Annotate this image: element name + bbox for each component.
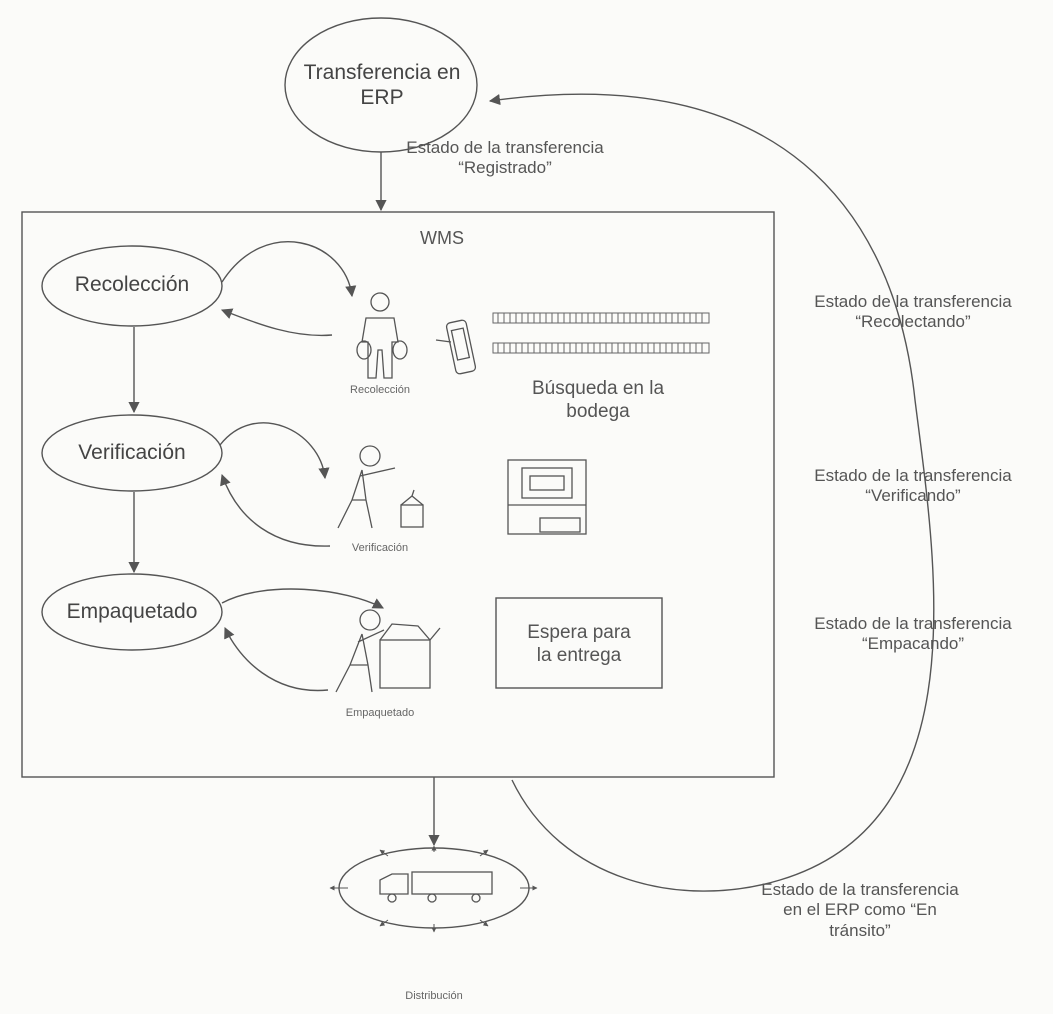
state-registrado-line2: “Registrado” [458, 158, 552, 178]
packing-person-icon [335, 609, 441, 693]
recoleccion-icon-caption: Recolección [350, 384, 410, 396]
verificacion-node-label: Verificación [78, 441, 186, 464]
verificacion-icon-caption: Verificación [351, 542, 409, 554]
distribucion-radial-arrows [329, 845, 538, 933]
state-registrado-line1: Estado de la transferencia [406, 138, 604, 157]
busqueda-line2: bodega [566, 400, 630, 422]
busqueda-label: Búsqueda en la bodega [505, 378, 691, 424]
verificacion-loop-back [220, 473, 331, 547]
state-registrado-label: Estado de la transferencia “Registrado” [390, 138, 620, 179]
espera-box [495, 597, 663, 689]
state-en-transito-line1: Estado de la transferencia [761, 880, 959, 899]
state-en-transito-line3: tránsito” [829, 920, 891, 940]
verificacion-node-shape [41, 414, 223, 492]
state-verificando-line2: “Verificando” [865, 486, 961, 506]
erp-node-line2: ERP [360, 86, 404, 110]
distribucion-caption: Distribución [405, 990, 463, 1002]
erp-node-label: Transferencia en ERP [291, 60, 473, 110]
handheld-scanner-icon [435, 319, 477, 375]
empaquetado-loop-back [224, 626, 329, 692]
state-recolectando-line2: “Recolectando” [855, 312, 971, 332]
erp-node-line1: Transferencia en [303, 61, 461, 84]
recoleccion-loop-back [220, 308, 333, 337]
state-verificando-line1: Estado de la transferencia [814, 466, 1012, 485]
state-recolectando-label: Estado de la transferencia “Recolectando… [778, 292, 1048, 333]
delivery-truck-icon [379, 871, 493, 903]
person-with-box-icon [337, 445, 424, 529]
verificacion-loop-out [219, 422, 330, 480]
busqueda-line1: Búsqueda en la [531, 378, 665, 399]
recoleccion-node-shape [41, 245, 223, 327]
return-to-erp-curve [488, 93, 935, 892]
distribucion-node-shape [338, 847, 530, 929]
state-en-transito-line2: en el ERP como “En [783, 900, 937, 920]
wms-title: WMS [420, 228, 464, 248]
empaquetado-loop-out [221, 588, 384, 609]
wms-box [21, 211, 775, 778]
state-empacando-label: Estado de la transferencia “Empacando” [778, 614, 1048, 655]
espera-line1: Espera para [527, 622, 631, 643]
picker-person-icon [356, 292, 408, 379]
empaquetado-node-shape [41, 573, 223, 651]
espera-label: Espera para la entrega [496, 622, 662, 668]
state-recolectando-line1: Estado de la transferencia [814, 292, 1012, 311]
espera-line2: la entrega [536, 644, 622, 666]
empaquetado-icon-caption: Empaquetado [345, 707, 415, 719]
recoleccion-loop-out [221, 241, 357, 298]
recoleccion-node-label: Recolección [74, 273, 190, 296]
state-verificando-label: Estado de la transferencia “Verificando” [778, 466, 1048, 507]
computer-terminal-icon [507, 459, 587, 535]
state-en-transito-label: Estado de la transferencia en el ERP com… [730, 880, 990, 941]
empaquetado-node-label: Empaquetado [66, 600, 198, 623]
state-empacando-line1: Estado de la transferencia [814, 614, 1012, 633]
state-empacando-line2: “Empacando” [861, 634, 965, 654]
shelf-rack-icon [492, 312, 710, 354]
